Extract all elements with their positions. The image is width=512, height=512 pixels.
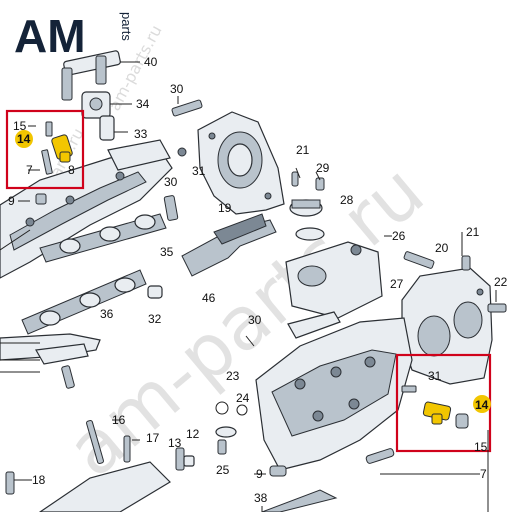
top-valve-assembly [61, 50, 140, 141]
callout-40: 40 [144, 55, 158, 69]
badge-14-top [15, 130, 33, 148]
right-small-parts [403, 251, 507, 313]
callout-22: 22 [494, 275, 508, 289]
callout-31-bottom: 31 [428, 369, 442, 383]
gasket [181, 213, 277, 277]
highlight-part-14-bottom [395, 353, 492, 512]
callout-16: 16 [112, 413, 126, 427]
callout-15-bottom: 15 [474, 440, 488, 454]
callout-35: 35 [160, 245, 174, 259]
left-lower-brackets [0, 333, 101, 389]
callout-18: 18 [32, 473, 46, 487]
callout-32: 32 [148, 312, 162, 326]
bottom-parts [261, 448, 395, 512]
logo-text: AM [14, 10, 86, 62]
logo-suffix: parts [119, 12, 134, 41]
badge-14-bottom [473, 395, 491, 413]
plug-32 [147, 285, 163, 299]
callout-34: 34 [136, 97, 150, 111]
sleeve-parts [163, 99, 203, 221]
highlight-part-14-top [5, 109, 85, 190]
callout-21-right: 21 [466, 225, 480, 239]
highlight-box-top [5, 109, 85, 190]
callout-8: 8 [68, 163, 75, 177]
camshafts [21, 213, 167, 335]
callout-14-top: 14 [17, 132, 31, 146]
left-head-cover [0, 139, 173, 279]
callout-46: 46 [202, 291, 216, 305]
am-parts-logo: AM parts [14, 10, 134, 62]
leader-lines [14, 61, 497, 512]
callout-13: 13 [168, 436, 182, 450]
callout-20: 20 [435, 241, 449, 255]
callout-36: 36 [100, 307, 114, 321]
callout-17: 17 [146, 431, 160, 445]
callout-7-top: 7 [26, 163, 33, 177]
rear-timing-cover [401, 267, 493, 385]
callout-26: 26 [392, 229, 406, 243]
callout-7-bottom: 7 [480, 467, 487, 481]
timing-cover [197, 111, 285, 215]
oil-cap-assembly [289, 171, 325, 241]
callout-27: 27 [390, 277, 404, 291]
callout-12: 12 [186, 427, 200, 441]
callout-21-top: 21 [296, 143, 310, 157]
callout-30-mid: 30 [164, 175, 178, 189]
lower-left-bolts [5, 419, 171, 512]
callout-30-top: 30 [170, 82, 184, 96]
callout-30-center: 30 [248, 313, 262, 327]
callout-14-bottom: 14 [475, 398, 489, 412]
callout-25: 25 [216, 463, 230, 477]
callout-29: 29 [316, 161, 330, 175]
callout-38: 38 [254, 491, 268, 505]
callout-19: 19 [218, 201, 232, 215]
callout-labels: 40 30 34 15 33 14 7 8 9 31 21 29 19 30 2… [8, 55, 508, 505]
callout-28: 28 [340, 193, 354, 207]
intermediate-housing [285, 241, 383, 339]
callout-15-top: 15 [13, 119, 27, 133]
callout-33: 33 [134, 127, 148, 141]
callout-31-top: 31 [192, 164, 206, 178]
callout-9-bottom: 9 [256, 467, 263, 481]
valve-train-parts [175, 401, 248, 471]
callout-23: 23 [226, 369, 240, 383]
callout-9-top: 9 [8, 194, 15, 208]
callout-24: 24 [236, 391, 250, 405]
